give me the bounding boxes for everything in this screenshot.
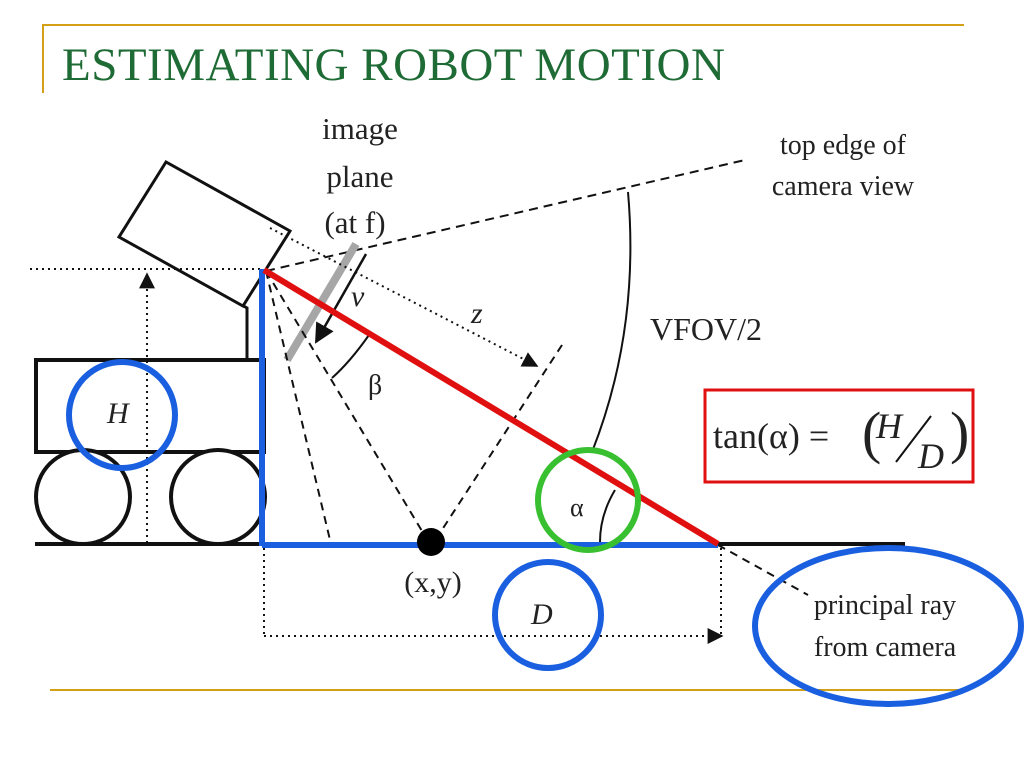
v-label: v	[351, 280, 365, 313]
vfov-label: VFOV/2	[650, 311, 762, 347]
principal-ray-label-2: from camera	[814, 632, 957, 663]
alpha-highlight-circle	[535, 447, 641, 553]
top-edge-label-2: camera view	[772, 171, 915, 202]
h-label: H	[106, 397, 131, 430]
slide-title: ESTIMATING ROBOT MOTION	[62, 39, 726, 91]
beta-arc	[331, 334, 370, 379]
ground-point	[417, 528, 445, 556]
h-highlight-circle	[66, 359, 178, 471]
v-arrow	[314, 253, 368, 344]
principal-ray-red	[262, 267, 720, 547]
d-highlight-circle	[492, 559, 604, 671]
camera-mast	[239, 302, 249, 360]
alpha-arc	[599, 489, 616, 543]
robot-wheel-left	[34, 448, 132, 546]
formula-denominator: D	[917, 436, 944, 476]
formula-paren-open: (	[862, 400, 881, 465]
image-plane-label-3: (at f)	[324, 205, 385, 240]
image-plane-label-2: plane	[326, 159, 393, 194]
point-label: (x,y)	[404, 566, 461, 599]
z-label: z	[470, 297, 483, 330]
formula-numerator: H	[875, 406, 904, 446]
vfov-arc	[591, 191, 632, 453]
alpha-label: α	[570, 493, 584, 522]
formula-slash	[895, 415, 932, 463]
formula-box	[703, 388, 975, 484]
image-plane-label-1: image	[322, 111, 398, 146]
z-arrow	[269, 227, 539, 367]
beta-label: β	[368, 370, 382, 401]
formula-lhs: tan(α) =	[713, 416, 829, 456]
principal-ray-highlight-ellipse	[752, 545, 1024, 707]
robot-wheel-right	[169, 448, 267, 546]
principal-ray-label-1: principal ray	[814, 590, 956, 621]
d-label: D	[530, 598, 553, 631]
principal-ray-extension	[717, 544, 809, 596]
ray-to-ground-1	[265, 270, 331, 541]
top-edge-ray	[265, 159, 746, 272]
top-edge-label-1: top edge of	[780, 130, 907, 161]
ray-to-point	[265, 270, 426, 537]
ray-to-point-reverse	[437, 344, 563, 537]
formula-paren-close: )	[950, 400, 969, 465]
